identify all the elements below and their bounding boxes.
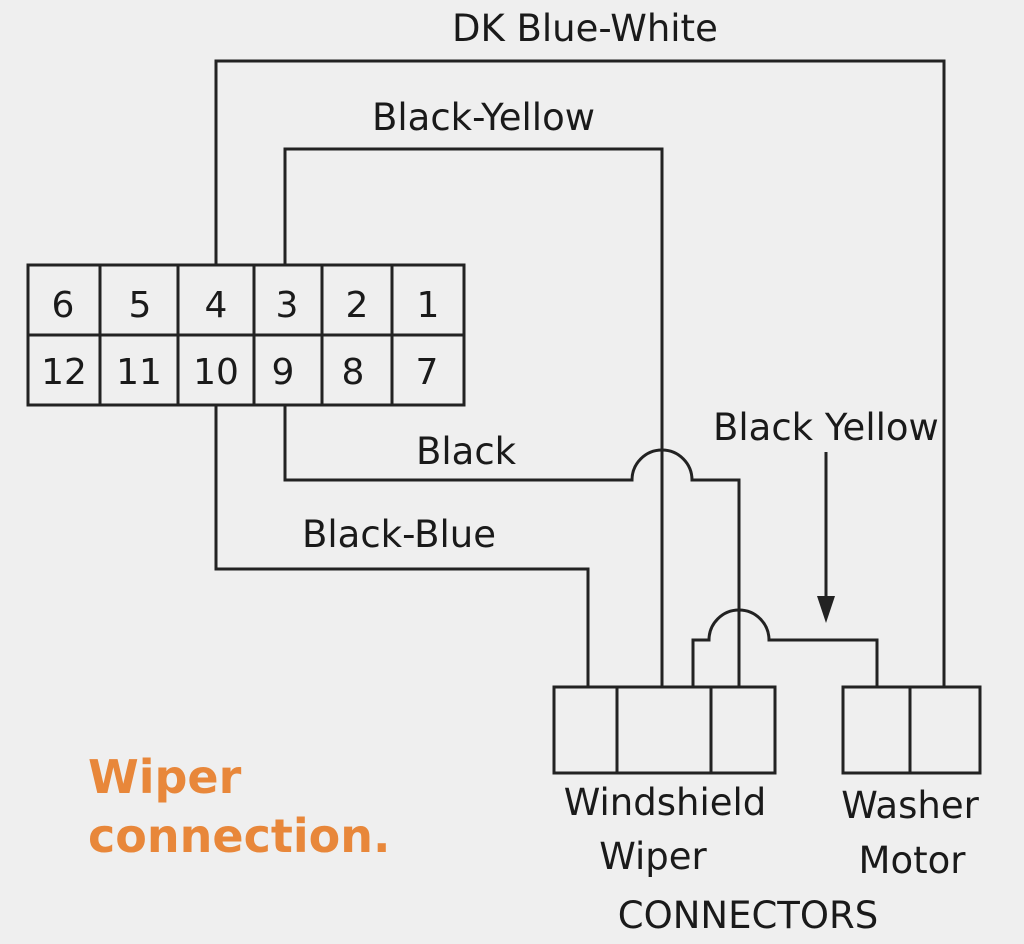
pin-9: 9 [272, 352, 295, 393]
pin-8: 8 [342, 352, 365, 393]
main-connector: 6 5 4 3 2 1 12 11 10 9 8 7 [26, 263, 466, 407]
label-dk-blue-white: DK Blue-White [452, 7, 718, 50]
label-washer: Washer [841, 784, 979, 827]
pin-6: 6 [52, 285, 75, 326]
washer-motor-connector [841, 685, 982, 775]
pin-3: 3 [276, 285, 299, 326]
windshield-wiper-connector-outline [552, 685, 777, 775]
label-black-yellow: Black-Yellow [372, 96, 595, 139]
label-windshield: Windshield [564, 781, 767, 824]
wire-black [283, 405, 741, 687]
wire-black-blue [214, 405, 590, 687]
label-motor: Motor [859, 839, 967, 882]
caption-line-1: Wiper [88, 750, 242, 804]
pin-4: 4 [205, 285, 228, 326]
pin-1: 1 [417, 285, 440, 326]
pin-2: 2 [346, 285, 369, 326]
wire-black-yellow [283, 147, 664, 687]
arrow-icon [817, 452, 835, 623]
label-black: Black [416, 430, 517, 473]
pin-5: 5 [129, 285, 152, 326]
pin-10: 10 [193, 352, 239, 393]
pin-12: 12 [41, 352, 87, 393]
label-connectors: CONNECTORS [618, 894, 878, 937]
caption-line-2: connection. [88, 809, 390, 863]
label-black-yellow-arrow: Black Yellow [713, 406, 939, 449]
pin-7: 7 [416, 352, 439, 393]
label-black-blue: Black-Blue [302, 513, 496, 556]
wire-dk-blue-white [214, 59, 946, 687]
windshield-wiper-connector [552, 685, 777, 775]
pin-11: 11 [116, 352, 162, 393]
wire-washer-black-yellow [691, 608, 879, 687]
label-wiper: Wiper [599, 835, 707, 878]
